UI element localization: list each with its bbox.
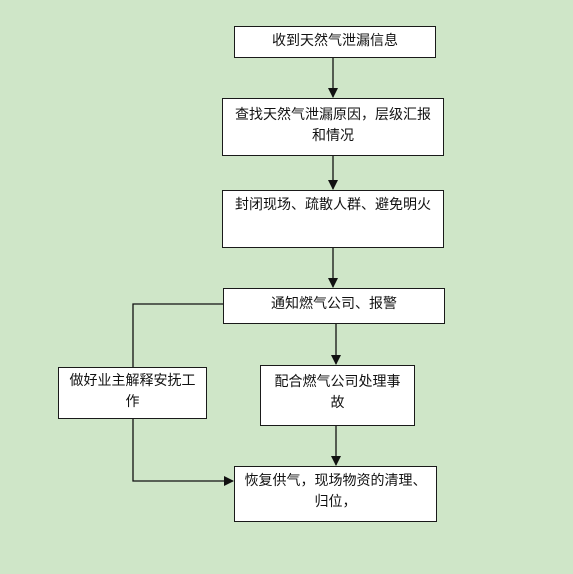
step-restore-line2: 归位， [314, 494, 357, 510]
step-notify: 通知燃气公司、报警 [223, 288, 445, 324]
step-seal-site: 封闭现场、疏散人群、避免明火 [222, 190, 444, 248]
step-locate-cause-line2: 和情况 [312, 128, 354, 144]
step-seal-site-text: 封闭现场、疏散人群、避免明火 [235, 197, 431, 213]
step-restore-line1: 恢复供气，现场物资的清理、 [244, 473, 427, 489]
line-notify-to-owner [132, 303, 223, 367]
step-receive-info-text: 收到天然气泄漏信息 [272, 33, 398, 49]
step-cooperate-line2: 故 [330, 395, 345, 411]
step-restore: 恢复供气，现场物资的清理、 归位， [234, 466, 437, 522]
step-cooperate-line1: 配合燃气公司处理事 [274, 374, 401, 390]
step-cooperate: 配合燃气公司处理事 故 [260, 365, 415, 426]
step-owner-comfort-line2: 作 [125, 394, 140, 410]
step-locate-cause: 查找天然气泄漏原因，层级汇报 和情况 [222, 98, 444, 156]
step-locate-cause-line1: 查找天然气泄漏原因，层级汇报 [235, 107, 431, 123]
arrow-owner-to-restore [132, 419, 234, 486]
step-owner-comfort: 做好业主解释安抚工 作 [58, 367, 207, 419]
step-notify-text: 通知燃气公司、报警 [271, 296, 397, 312]
step-owner-comfort-line1: 做好业主解释安抚工 [69, 373, 196, 389]
step-receive-info: 收到天然气泄漏信息 [234, 26, 436, 58]
